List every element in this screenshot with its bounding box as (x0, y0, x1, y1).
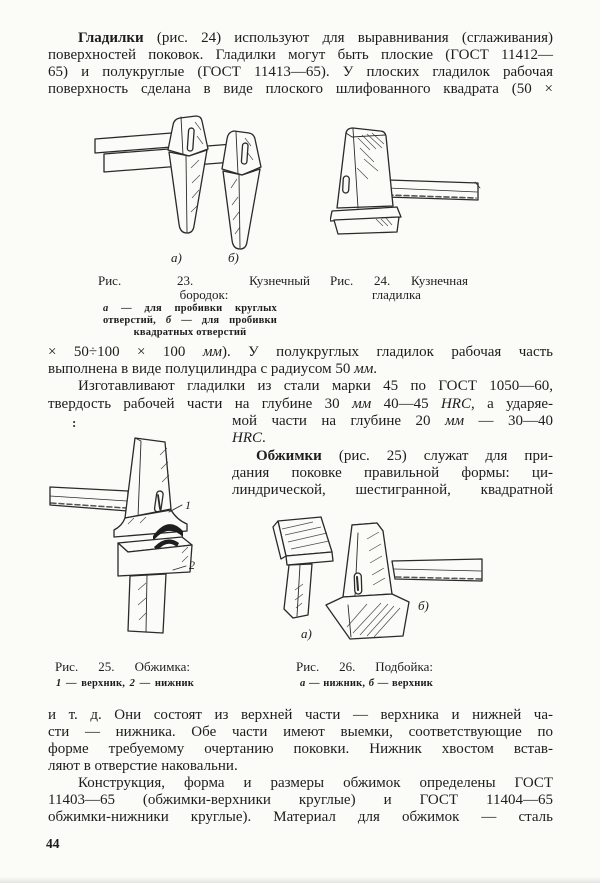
fig24-caption-line1: Рис. 24. Кузнечная (330, 273, 468, 288)
text-line: ляют в отверстие наковальни. (48, 758, 238, 774)
fig25-callout-1: 1 (185, 498, 191, 512)
swage-handle (49, 486, 129, 512)
text-line: мой части на глубине 20 мм — 30—40 (232, 413, 553, 429)
text-line: 65) и полукруглые (ГОСТ 11413—65). У пло… (48, 64, 553, 80)
square-punch (221, 130, 262, 250)
text-line: HRC. (232, 430, 266, 446)
text-line: Обжимки (рис. 25) служат для при- (256, 448, 553, 464)
smoother-body (336, 127, 394, 209)
text-line: дания поковке правильной формы: ци- (232, 465, 553, 481)
text-line: обжимки-нижники круглые). Материал для о… (48, 809, 553, 825)
fig23-legend-line2: отверстий, б — для пробивки (103, 315, 277, 326)
podboika-verkhnik (325, 522, 483, 640)
fig26-caption: Рис. 26. Подбойка: (296, 659, 433, 674)
figure-23-drawing (94, 115, 262, 250)
text-line: форме требуемому очертанию поковки. Нижн… (48, 741, 553, 757)
smoother-base (330, 206, 402, 235)
fig23-sublabel-a: а) (171, 250, 182, 265)
podboika-nizhnik (272, 516, 334, 619)
fig26-sublabel-b: б) (418, 598, 429, 613)
hatching (190, 121, 254, 235)
swage-top-verkhnik (113, 437, 188, 541)
figure-24-drawing (330, 127, 481, 235)
smoother-handle (385, 179, 481, 201)
fig23-caption-line2: бородок: (179, 287, 229, 302)
figure-25-drawing: 1 2 (49, 437, 195, 634)
fig26-legend: а — нижник, б — верхник (300, 678, 433, 689)
figure-26-drawing (272, 516, 483, 640)
text-line: выполнена в виде полуцилиндра с радиусом… (48, 361, 378, 377)
text-line: Конструкция, форма и размеры обжимок опр… (78, 775, 553, 791)
fig23-caption-line1: Рис. 23. Кузнечный (98, 273, 310, 288)
hatching (127, 447, 189, 621)
text-line: Изготавливают гладилки из стали марки 45… (78, 378, 553, 394)
hatching (281, 521, 401, 638)
page-number: 44 (46, 836, 60, 851)
fig23-sublabel-b: б) (228, 250, 239, 265)
fig23-legend-line3: квадратных отверстий (133, 327, 247, 338)
fig25-caption: Рис. 25. Обжимка: (55, 659, 190, 674)
text-line: сти — нижника. Обе части имеют выемки, с… (48, 724, 553, 740)
ink-speck: : (72, 415, 77, 430)
callout-leaders (168, 504, 187, 571)
text-line: поверхность сделана в виде плоского шлиф… (48, 81, 553, 97)
text-line: 11403—65 (обжимки-верхники круглые) и ГО… (48, 792, 553, 808)
text-line: и т. д. Они состоят из верхней части — в… (48, 707, 553, 723)
text-line: × 50÷100 × 100 мм). У полукруглых гладил… (48, 344, 553, 360)
text-line: линдрической, шестигранной, квадратной (232, 482, 553, 498)
text-line: Гладилки (рис. 24) используют для выравн… (78, 30, 553, 46)
fig25-callout-2: 2 (189, 558, 195, 572)
text-line: твердость рабочей части на глубине 30 мм… (48, 396, 553, 412)
fig23-legend-line1: а — для пробивки круглых (103, 303, 277, 314)
round-punch (167, 115, 209, 234)
swage-bottom-nizhnik (117, 536, 193, 634)
hatching (356, 132, 393, 227)
fig24-caption-line2: гладилка (372, 287, 421, 302)
text-line: поверхностей поковок. Гладилки могут быт… (48, 47, 553, 63)
fig26-sublabel-a: а) (301, 626, 312, 641)
fig25-legend: 1 — верхник, 2 — нижник (56, 678, 194, 689)
